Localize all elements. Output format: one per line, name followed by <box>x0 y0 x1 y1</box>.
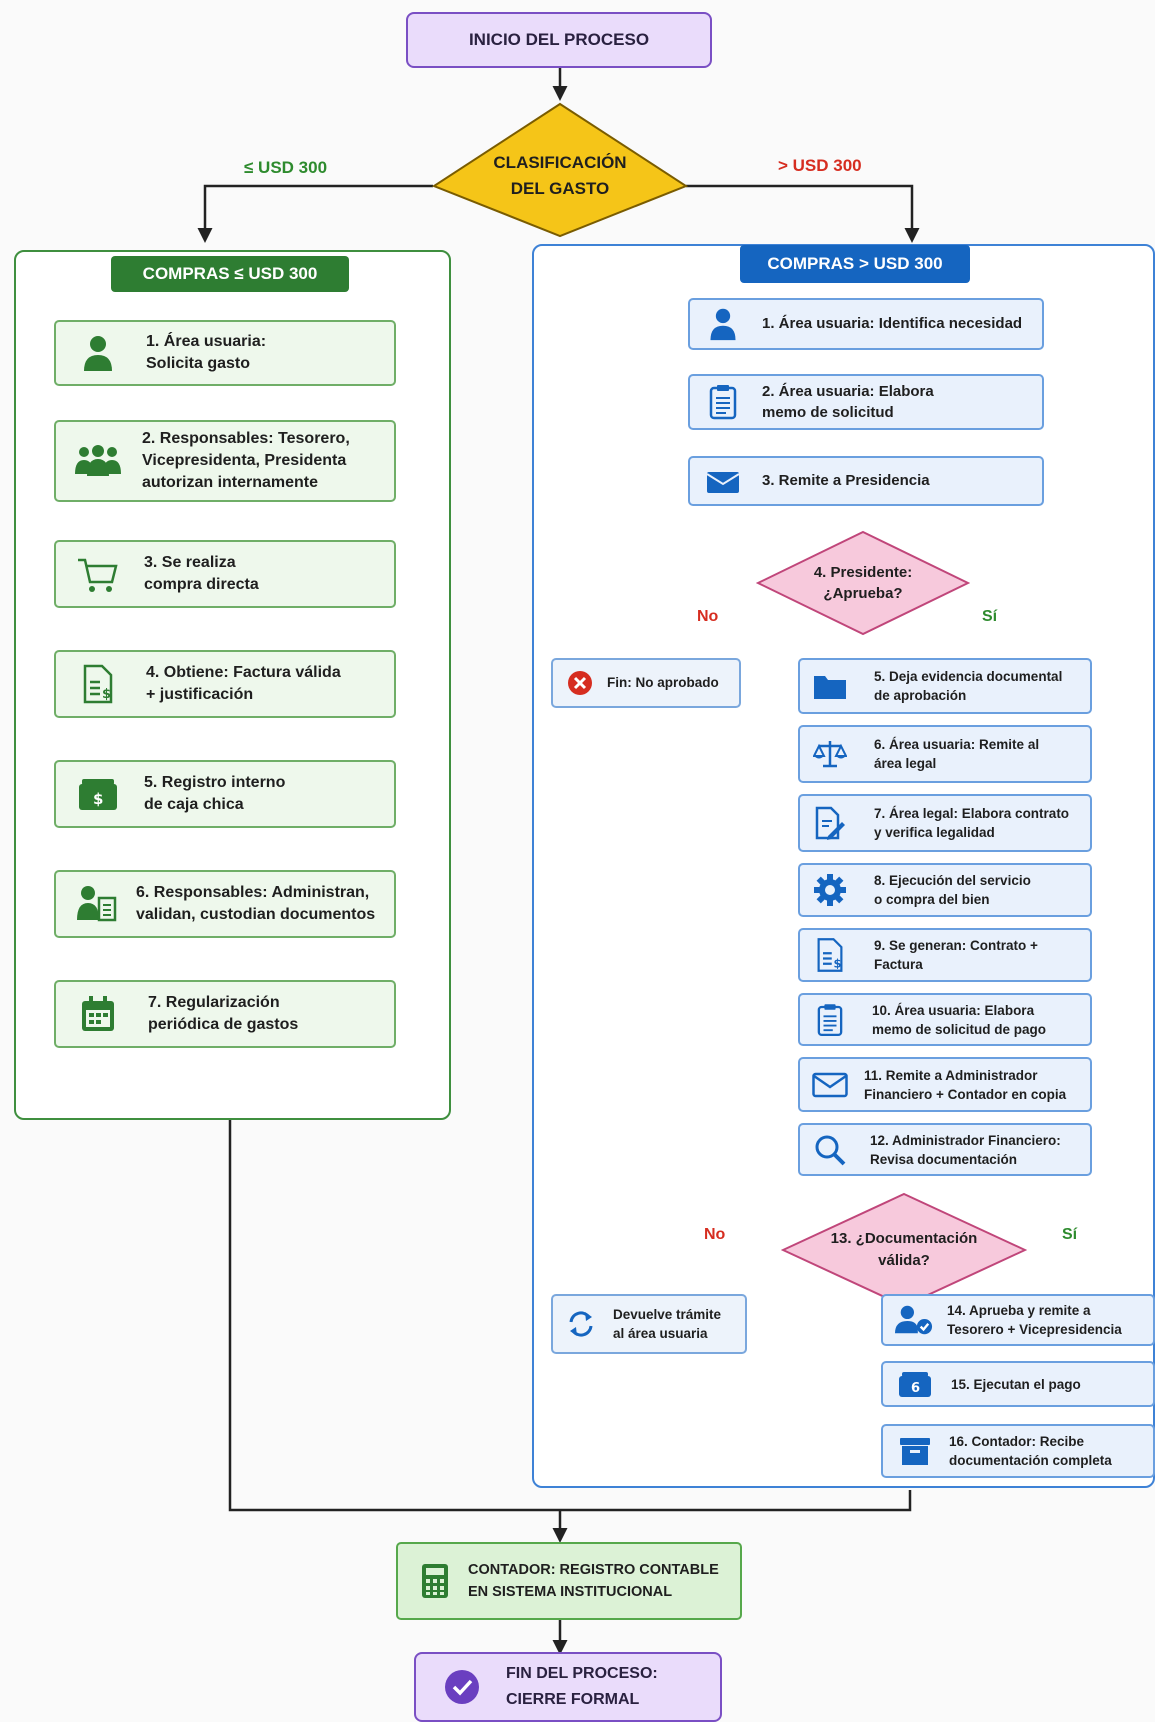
envelope-icon <box>704 468 742 494</box>
end-not-approved-text: Fin: No aprobado <box>607 675 719 690</box>
user-docs-icon <box>74 884 122 924</box>
left-step-7-text: 7. Regularización periódica de gastos <box>148 994 299 1033</box>
accounting-registration-text: CONTADOR: REGISTRO CONTABLE EN SISTEMA I… <box>468 1562 719 1600</box>
svg-text:$: $ <box>102 687 111 702</box>
left-step-7: 7. Regularización periódica de gastos <box>54 980 396 1048</box>
check-circle-icon <box>442 1669 482 1705</box>
left-step-1: 1. Área usuaria: Solicita gasto <box>54 320 396 386</box>
left-step-5-text: 5. Registro interno de caja chica <box>144 774 286 813</box>
archive-icon <box>897 1436 933 1466</box>
folder-icon <box>810 672 850 700</box>
right-step-6-text: 6. Área usuaria: Remite al área legal <box>874 737 1040 771</box>
left-step-4-text: 4. Obtiene: Factura válida + justificaci… <box>146 664 341 703</box>
envelope-icon <box>810 1072 850 1098</box>
right-step-12-text: 12. Administrador Financiero: Revisa doc… <box>870 1132 1061 1167</box>
clipboard-icon <box>706 384 740 420</box>
approve-decision <box>756 530 970 636</box>
right-step-7: 7. Área legal: Elabora contrato y verifi… <box>798 794 1092 852</box>
end-not-approved: Fin: No aprobado <box>551 658 741 708</box>
right-branch-label: > USD 300 <box>778 156 862 175</box>
left-step-6-text: 6. Responsables: Administran, validan, c… <box>136 884 376 923</box>
lane-large-purchases-title: COMPRAS > USD 300 <box>740 245 970 283</box>
start-terminal: INICIO DEL PROCESO <box>406 12 712 68</box>
left-step-6: 6. Responsables: Administran, validan, c… <box>54 870 396 938</box>
svg-text:$: $ <box>834 956 842 970</box>
approve-yes-label: Sí <box>982 608 998 625</box>
end-label: FIN DEL PROCESO: CIERRE FORMAL <box>506 1665 658 1708</box>
right-step-15: 6 15. Ejecutan el pago <box>881 1361 1155 1407</box>
scale-icon <box>810 739 850 769</box>
right-step-1: 1. Área usuaria: Identifica necesidad <box>688 298 1044 350</box>
right-step-1-text: 1. Área usuaria: Identifica necesidad <box>762 315 1023 332</box>
right-step-12: 12. Administrador Financiero: Revisa doc… <box>798 1123 1092 1176</box>
left-branch-label: ≤ USD 300 <box>244 158 328 177</box>
end-terminal: FIN DEL PROCESO: CIERRE FORMAL <box>414 1652 722 1722</box>
close-icon <box>565 670 595 696</box>
right-step-3-text: 3. Remite a Presidencia <box>762 472 930 489</box>
right-step-9-text: 9. Se generan: Contrato + Factura <box>874 938 1038 972</box>
left-step-3-text: 3. Se realiza compra directa <box>144 554 259 593</box>
right-step-11: 11. Remite a Administrador Financiero + … <box>798 1057 1092 1112</box>
docs-valid-yes-label: Sí <box>1062 1226 1078 1243</box>
refresh-icon <box>565 1309 597 1339</box>
svg-text:6: 6 <box>911 1381 920 1396</box>
right-step-6: 6. Área usuaria: Remite al área legal <box>798 725 1092 783</box>
right-step-2-text: 2. Área usuaria: Elabora memo de solicit… <box>762 383 934 421</box>
left-step-5: $ 5. Registro interno de caja chica <box>54 760 396 828</box>
right-step-7-text: 7. Área legal: Elabora contrato y verifi… <box>874 806 1070 840</box>
left-step-4: $ 4. Obtiene: Factura válida + justifica… <box>54 650 396 718</box>
return-step-text: Devuelve trámite al área usuaria <box>613 1307 722 1341</box>
right-step-5-text: 5. Deja evidencia documental de aprobaci… <box>874 669 1063 703</box>
left-step-3: 3. Se realiza compra directa <box>54 540 396 608</box>
right-step-15-text: 15. Ejecutan el pago <box>951 1376 1081 1392</box>
right-step-14-text: 14. Aprueba y remite a Tesorero + Vicepr… <box>947 1303 1122 1337</box>
cash-box-icon: 6 <box>897 1370 933 1398</box>
doc-edit-icon <box>810 806 850 840</box>
docs-valid-decision-label: 13. ¿Documentación válida? <box>830 1230 978 1269</box>
svg-text:$: $ <box>93 790 103 808</box>
right-step-8: 8. Ejecución del servicio o compra del b… <box>798 863 1092 917</box>
right-step-14: 14. Aprueba y remite a Tesorero + Vicepr… <box>881 1294 1155 1346</box>
classification-label: CLASIFICACIÓN DEL GASTO <box>493 153 627 198</box>
docs-valid-no-label: No <box>704 1226 726 1243</box>
invoice-icon: $ <box>810 937 850 973</box>
gear-icon <box>810 874 850 906</box>
lane-small-purchases-title: COMPRAS ≤ USD 300 <box>111 256 349 292</box>
user-icon <box>78 334 118 372</box>
right-step-8-text: 8. Ejecución del servicio o compra del b… <box>874 873 1031 907</box>
return-step: Devuelve trámite al área usuaria <box>551 1294 747 1354</box>
search-icon <box>810 1134 850 1166</box>
accounting-registration-step: CONTADOR: REGISTRO CONTABLE EN SISTEMA I… <box>396 1542 742 1620</box>
start-label: INICIO DEL PROCESO <box>468 30 650 49</box>
left-step-2-text: 2. Responsables: Tesorero, Vicepresident… <box>142 430 350 491</box>
approve-decision-label: 4. Presidente: ¿Aprueba? <box>813 564 913 602</box>
right-step-10: 10. Área usuaria: Elabora memo de solici… <box>798 993 1092 1046</box>
right-step-10-text: 10. Área usuaria: Elabora memo de solici… <box>872 1002 1047 1037</box>
cash-box-icon: $ <box>74 776 122 812</box>
cart-icon <box>74 554 122 594</box>
calculator-icon <box>418 1563 452 1599</box>
calendar-icon <box>74 995 122 1033</box>
right-step-16-text: 16. Contador: Recibe documentación compl… <box>949 1434 1112 1468</box>
user-check-icon <box>895 1304 933 1336</box>
clipboard-icon <box>810 1003 850 1037</box>
right-step-11-text: 11. Remite a Administrador Financiero + … <box>864 1067 1067 1102</box>
user-icon <box>706 307 740 341</box>
left-step-2: 2. Responsables: Tesorero, Vicepresident… <box>54 420 396 502</box>
approve-no-label: No <box>697 608 719 625</box>
right-step-16: 16. Contador: Recibe documentación compl… <box>881 1424 1155 1478</box>
right-step-3: 3. Remite a Presidencia <box>688 456 1044 506</box>
right-step-5: 5. Deja evidencia documental de aprobaci… <box>798 658 1092 714</box>
right-step-2: 2. Área usuaria: Elabora memo de solicit… <box>688 374 1044 430</box>
invoice-icon: $ <box>78 664 118 704</box>
group-icon <box>74 444 122 478</box>
left-step-1-text: 1. Área usuaria: Solicita gasto <box>146 333 267 372</box>
right-step-9: $ 9. Se generan: Contrato + Factura <box>798 928 1092 982</box>
classification-decision <box>431 102 689 238</box>
